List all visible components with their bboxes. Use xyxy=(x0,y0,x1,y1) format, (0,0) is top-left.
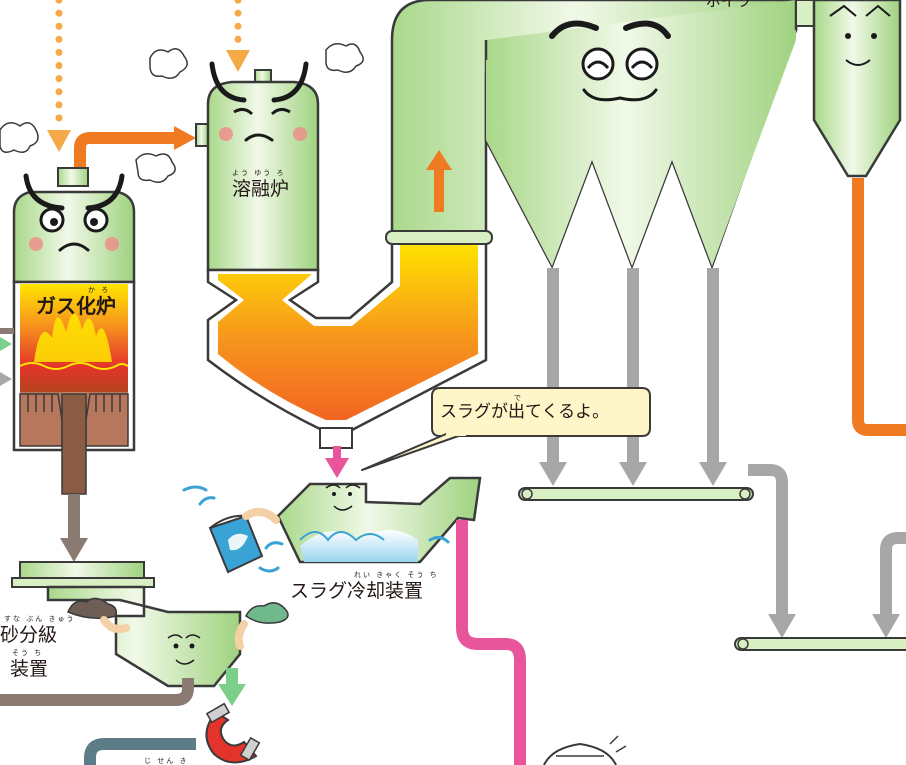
feed-line-melter xyxy=(226,0,250,72)
boiler xyxy=(385,0,815,270)
melting-furnace-label: 溶融炉 xyxy=(232,178,290,200)
ash-conveyor-upper xyxy=(518,487,754,501)
gas-up-arrow xyxy=(426,150,452,212)
slag-cooler-ruby: れい きゃく そう ち xyxy=(354,571,439,579)
ash-drop-arrows xyxy=(539,268,727,486)
boiler-label-partial: ボイラ xyxy=(706,0,752,10)
feed-line-left xyxy=(47,0,71,152)
ash-down-arrow xyxy=(60,494,88,562)
melting-furnace-ruby: よう ゆう ろ xyxy=(232,169,286,177)
slag-speech-ruby: で xyxy=(514,394,523,402)
speech-bubble xyxy=(361,387,651,471)
green-down-arrow xyxy=(218,668,246,706)
steam-puffs xyxy=(0,43,364,183)
slag-drop-arrow xyxy=(325,446,349,478)
ash-conveyor-lower xyxy=(734,637,906,651)
slag-cooler-label: スラグ冷却装置 xyxy=(290,580,424,602)
melting-furnace xyxy=(195,61,488,449)
gasification-furnace-ruby: か ろ xyxy=(88,286,111,294)
gasification-furnace xyxy=(12,167,136,495)
cyclone xyxy=(812,0,906,436)
water-bucket xyxy=(182,485,450,574)
magnet-icon xyxy=(205,702,261,764)
slag-output-line xyxy=(456,520,526,765)
sand-return-line xyxy=(0,678,194,706)
ash-flow-right xyxy=(748,464,906,638)
slag-cooler xyxy=(276,476,482,564)
iron-line xyxy=(84,738,196,765)
sand-classifier-label-line1: 砂分級 xyxy=(0,624,58,646)
sand-classifier-label-line2: 装置 xyxy=(10,658,49,680)
gas-transfer-arrow xyxy=(74,126,196,170)
sand-classifier-ruby-1: すな ぶん きゅう xyxy=(4,615,76,623)
magnet-separator-partial xyxy=(543,735,627,765)
sand-classifier xyxy=(11,561,289,688)
slag-speech-text: スラグが出てくるよ。 xyxy=(440,402,610,422)
bottom-ruby: じ せん き xyxy=(144,757,189,765)
gasification-furnace-label: ガス化炉 xyxy=(36,294,116,318)
sand-classifier-ruby-2: そう ち xyxy=(12,649,44,657)
